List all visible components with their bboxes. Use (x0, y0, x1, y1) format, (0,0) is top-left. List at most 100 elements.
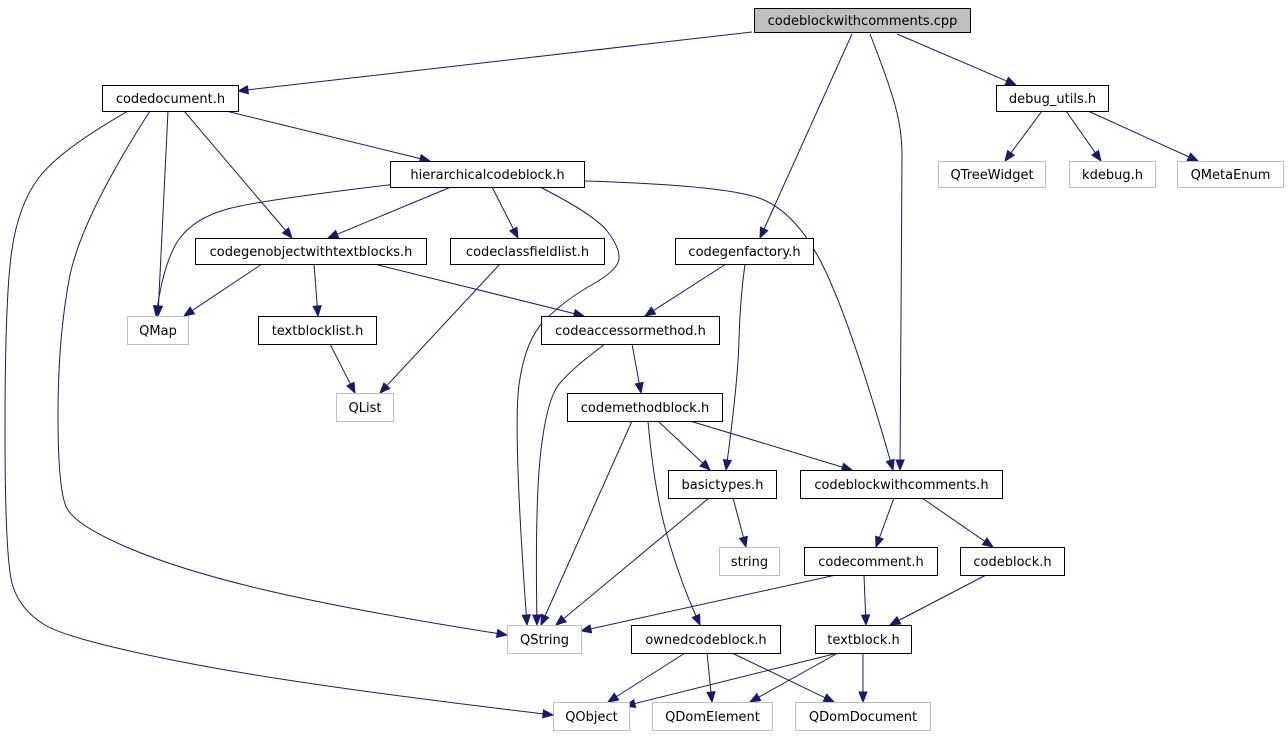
edge-arrowhead (888, 615, 902, 626)
node-kdebug[interactable]: kdebug.h (1069, 161, 1156, 188)
dependency-edge-methodblock-to-owned (647, 420, 701, 627)
node-label: codegenfactory.h (688, 245, 800, 260)
node-label: QTreeWidget (950, 168, 1033, 183)
edge-line (1065, 110, 1096, 154)
dependency-edge-basictypes-to-qstring (554, 497, 710, 626)
edge-arrowhead (981, 537, 995, 548)
edge-line (225, 110, 421, 160)
edge-arrowhead (1186, 152, 1200, 162)
node-string[interactable]: string (719, 547, 780, 576)
node-box (195, 238, 427, 265)
node-qdomdocument[interactable]: QDomDocument (795, 702, 931, 731)
node-accessor[interactable]: codeaccessormethod.h (541, 316, 720, 345)
edge-arrowhead (606, 692, 620, 703)
edge-line (491, 186, 514, 230)
node-box (450, 238, 605, 265)
node-label: ownedcodeblock.h (645, 633, 766, 648)
edge-arrowhead (1004, 76, 1018, 86)
node-label: string (731, 555, 768, 570)
dependency-edge-textblock-to-qobject (623, 652, 839, 709)
edge-arrowhead (691, 613, 701, 627)
edge-line (516, 186, 620, 616)
node-label: QMetaEnum (1191, 168, 1271, 183)
edge-arrowhead (858, 691, 868, 704)
dependency-edge-hierarchical-to-qmap (152, 182, 406, 318)
edge-arrowhead (885, 458, 895, 472)
dependency-edge-textblock-to-qdomdocument (858, 653, 868, 704)
edge-line (157, 110, 169, 307)
node-box (553, 702, 630, 731)
node-label: codeaccessormethod.h (555, 324, 706, 339)
edge-arrowhead (532, 614, 542, 627)
node-qlist[interactable]: QList (336, 393, 394, 422)
node-qtreewidget[interactable]: QTreeWidget (938, 161, 1046, 188)
edge-line (616, 652, 686, 698)
node-textblocklist[interactable]: textblocklist.h (258, 316, 377, 345)
node-codeblock[interactable]: codeblock.h (960, 547, 1065, 576)
dependency-edge-owned-to-qdomdocument (731, 652, 836, 703)
dependency-edge-codegenobj-to-textblocklist (312, 263, 322, 318)
node-debug_utils[interactable]: debug_utils.h (996, 85, 1109, 112)
edge-arrowhead (1091, 149, 1102, 163)
node-qstring[interactable]: QString (507, 625, 582, 654)
edge-arrowhead (579, 624, 593, 634)
dependency-edge-accessor-to-qstring (532, 343, 606, 627)
node-qdomelement[interactable]: QDomElement (652, 702, 773, 731)
dependency-edge-codedocument-to-hierarchical (225, 110, 432, 164)
node-label: codemethodblock.h (581, 401, 709, 416)
node-box (541, 316, 720, 345)
edge-arrowhead (281, 226, 293, 240)
node-qmap[interactable]: QMap (127, 316, 189, 345)
dependency-edge-methodblock-to-qstring (540, 420, 633, 627)
node-codegenfactory[interactable]: codegenfactory.h (675, 238, 814, 265)
node-box (800, 470, 1003, 499)
node-box (127, 316, 189, 345)
dependency-edge-codegenobj-to-qmap (182, 263, 263, 317)
dependency-edge-codedocument-to-codegenobj (183, 110, 293, 240)
edge-line (869, 33, 903, 461)
edges-layer (4, 31, 1200, 719)
node-label: textblock.h (827, 633, 900, 648)
node-textblock[interactable]: textblock.h (815, 625, 912, 654)
dependency-edge-codedocument-to-qobject (4, 110, 555, 719)
edge-line (590, 574, 837, 630)
node-box (652, 702, 773, 731)
node-basictypes[interactable]: basictypes.h (668, 470, 777, 499)
node-label: QDomDocument (809, 710, 917, 725)
dependency-edge-codecomment-to-qstring (579, 574, 837, 634)
node-label: QDomElement (665, 710, 760, 725)
edge-line (57, 110, 498, 634)
node-label: codecomment.h (818, 555, 924, 570)
node-hierarchical[interactable]: hierarchicalcodeblock.h (390, 161, 585, 188)
node-owned[interactable]: ownedcodeblock.h (631, 625, 781, 654)
node-codecomment[interactable]: codecomment.h (804, 547, 938, 576)
node-label: codeblock.h (973, 555, 1051, 570)
dependency-edge-textblock-to-qdomelement (748, 652, 839, 703)
edge-line (157, 182, 406, 307)
edge-line (337, 186, 452, 235)
node-codedocument[interactable]: codedocument.h (102, 85, 239, 112)
edge-line (247, 31, 753, 91)
node-classfieldlist[interactable]: codeclassfieldlist.h (450, 238, 605, 265)
node-qmetaenum[interactable]: QMetaEnum (1177, 161, 1284, 188)
node-cbwc_h[interactable]: codeblockwithcomments.h (800, 470, 1003, 499)
dependency-edge-owned-to-qobject (606, 652, 686, 703)
node-label: kdebug.h (1082, 168, 1143, 183)
dependency-edge-cbwc_cpp-to-codedocument (236, 31, 753, 95)
edge-line (563, 497, 710, 619)
node-qobject[interactable]: QObject (553, 702, 630, 731)
node-box (507, 625, 582, 654)
edge-line (878, 497, 895, 538)
node-label: hierarchicalcodeblock.h (410, 168, 564, 183)
node-codegenobj[interactable]: codegenobjectwithtextblocks.h (195, 238, 427, 265)
edge-arrowhead (379, 382, 391, 394)
node-label: codeblockwithcomments.h (814, 478, 988, 493)
node-methodblock[interactable]: codemethodblock.h (567, 393, 723, 422)
edge-line (726, 263, 746, 461)
edge-line (863, 574, 867, 616)
dependency-edge-debug_utils-to-qtreewidget (1004, 110, 1043, 163)
node-label: QMap (139, 324, 177, 339)
node-cbwc_cpp[interactable]: codeblockwithcomments.cpp (754, 8, 971, 33)
edge-arrowhead (748, 692, 762, 703)
